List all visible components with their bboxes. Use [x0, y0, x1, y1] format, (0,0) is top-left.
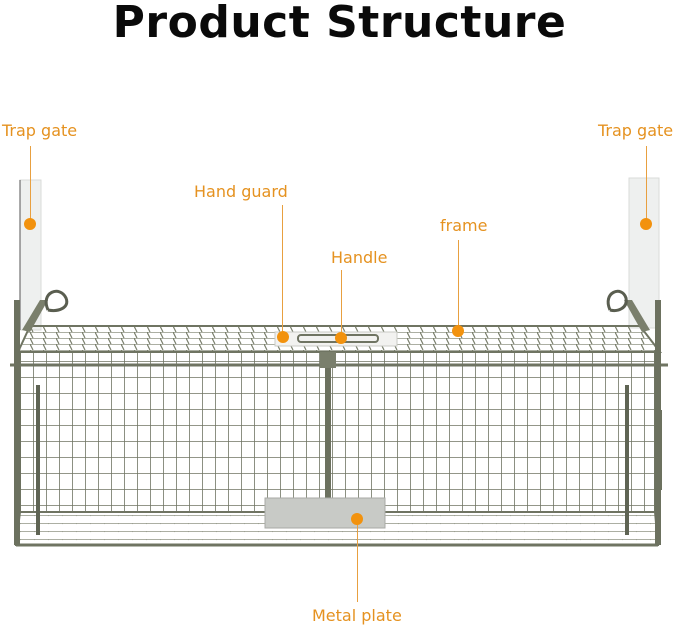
trap-gate-right-label: Trap gate — [598, 121, 674, 140]
hand-guard-marker — [277, 331, 289, 343]
page-title: Product Structure — [112, 0, 567, 48]
metal-plate-leader — [357, 522, 358, 602]
trap-gate-left-leader — [30, 146, 31, 226]
metal-plate-label: Metal plate — [312, 606, 402, 625]
trap-gate-left-label: Trap gate — [2, 121, 78, 140]
hand-guard-label: Hand guard — [194, 182, 288, 201]
handle-marker — [335, 332, 347, 344]
metal-plate-marker — [351, 513, 363, 525]
trap-gate-right-marker — [640, 218, 652, 230]
trap-gate-right-leader — [646, 146, 647, 224]
frame-marker — [452, 325, 464, 337]
frame-leader — [458, 240, 459, 332]
trap-gate-left-marker — [24, 218, 36, 230]
hand-guard-leader — [282, 205, 283, 337]
handle-label: Handle — [331, 248, 388, 267]
frame-label: frame — [440, 216, 488, 235]
handle-leader — [341, 270, 342, 338]
